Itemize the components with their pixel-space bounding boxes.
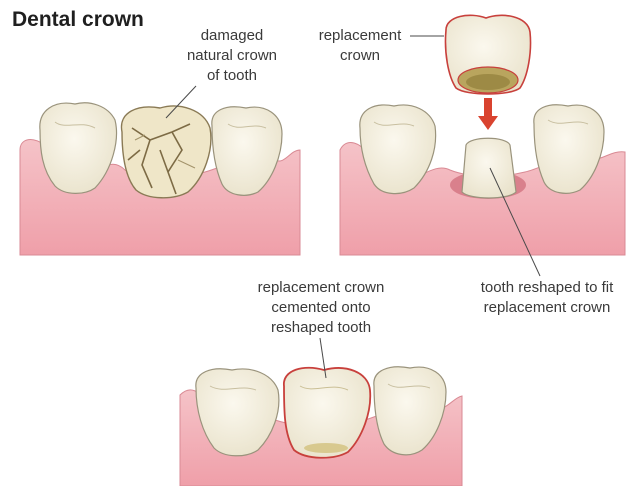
label-cemented: replacement crown cemented onto reshaped…	[236, 278, 406, 338]
label-damaged: damaged natural crown of tooth	[172, 26, 292, 86]
crown-margin	[304, 443, 348, 453]
crown-cavity-inner	[466, 74, 510, 90]
panel-cemented	[180, 367, 462, 486]
tooth-stump	[462, 138, 516, 198]
label-reshaped: tooth reshaped to fit replacement crown	[462, 278, 632, 318]
panel-damaged	[20, 103, 300, 255]
label-replacement: replacement crown	[310, 26, 410, 66]
down-arrow-icon	[478, 98, 498, 130]
